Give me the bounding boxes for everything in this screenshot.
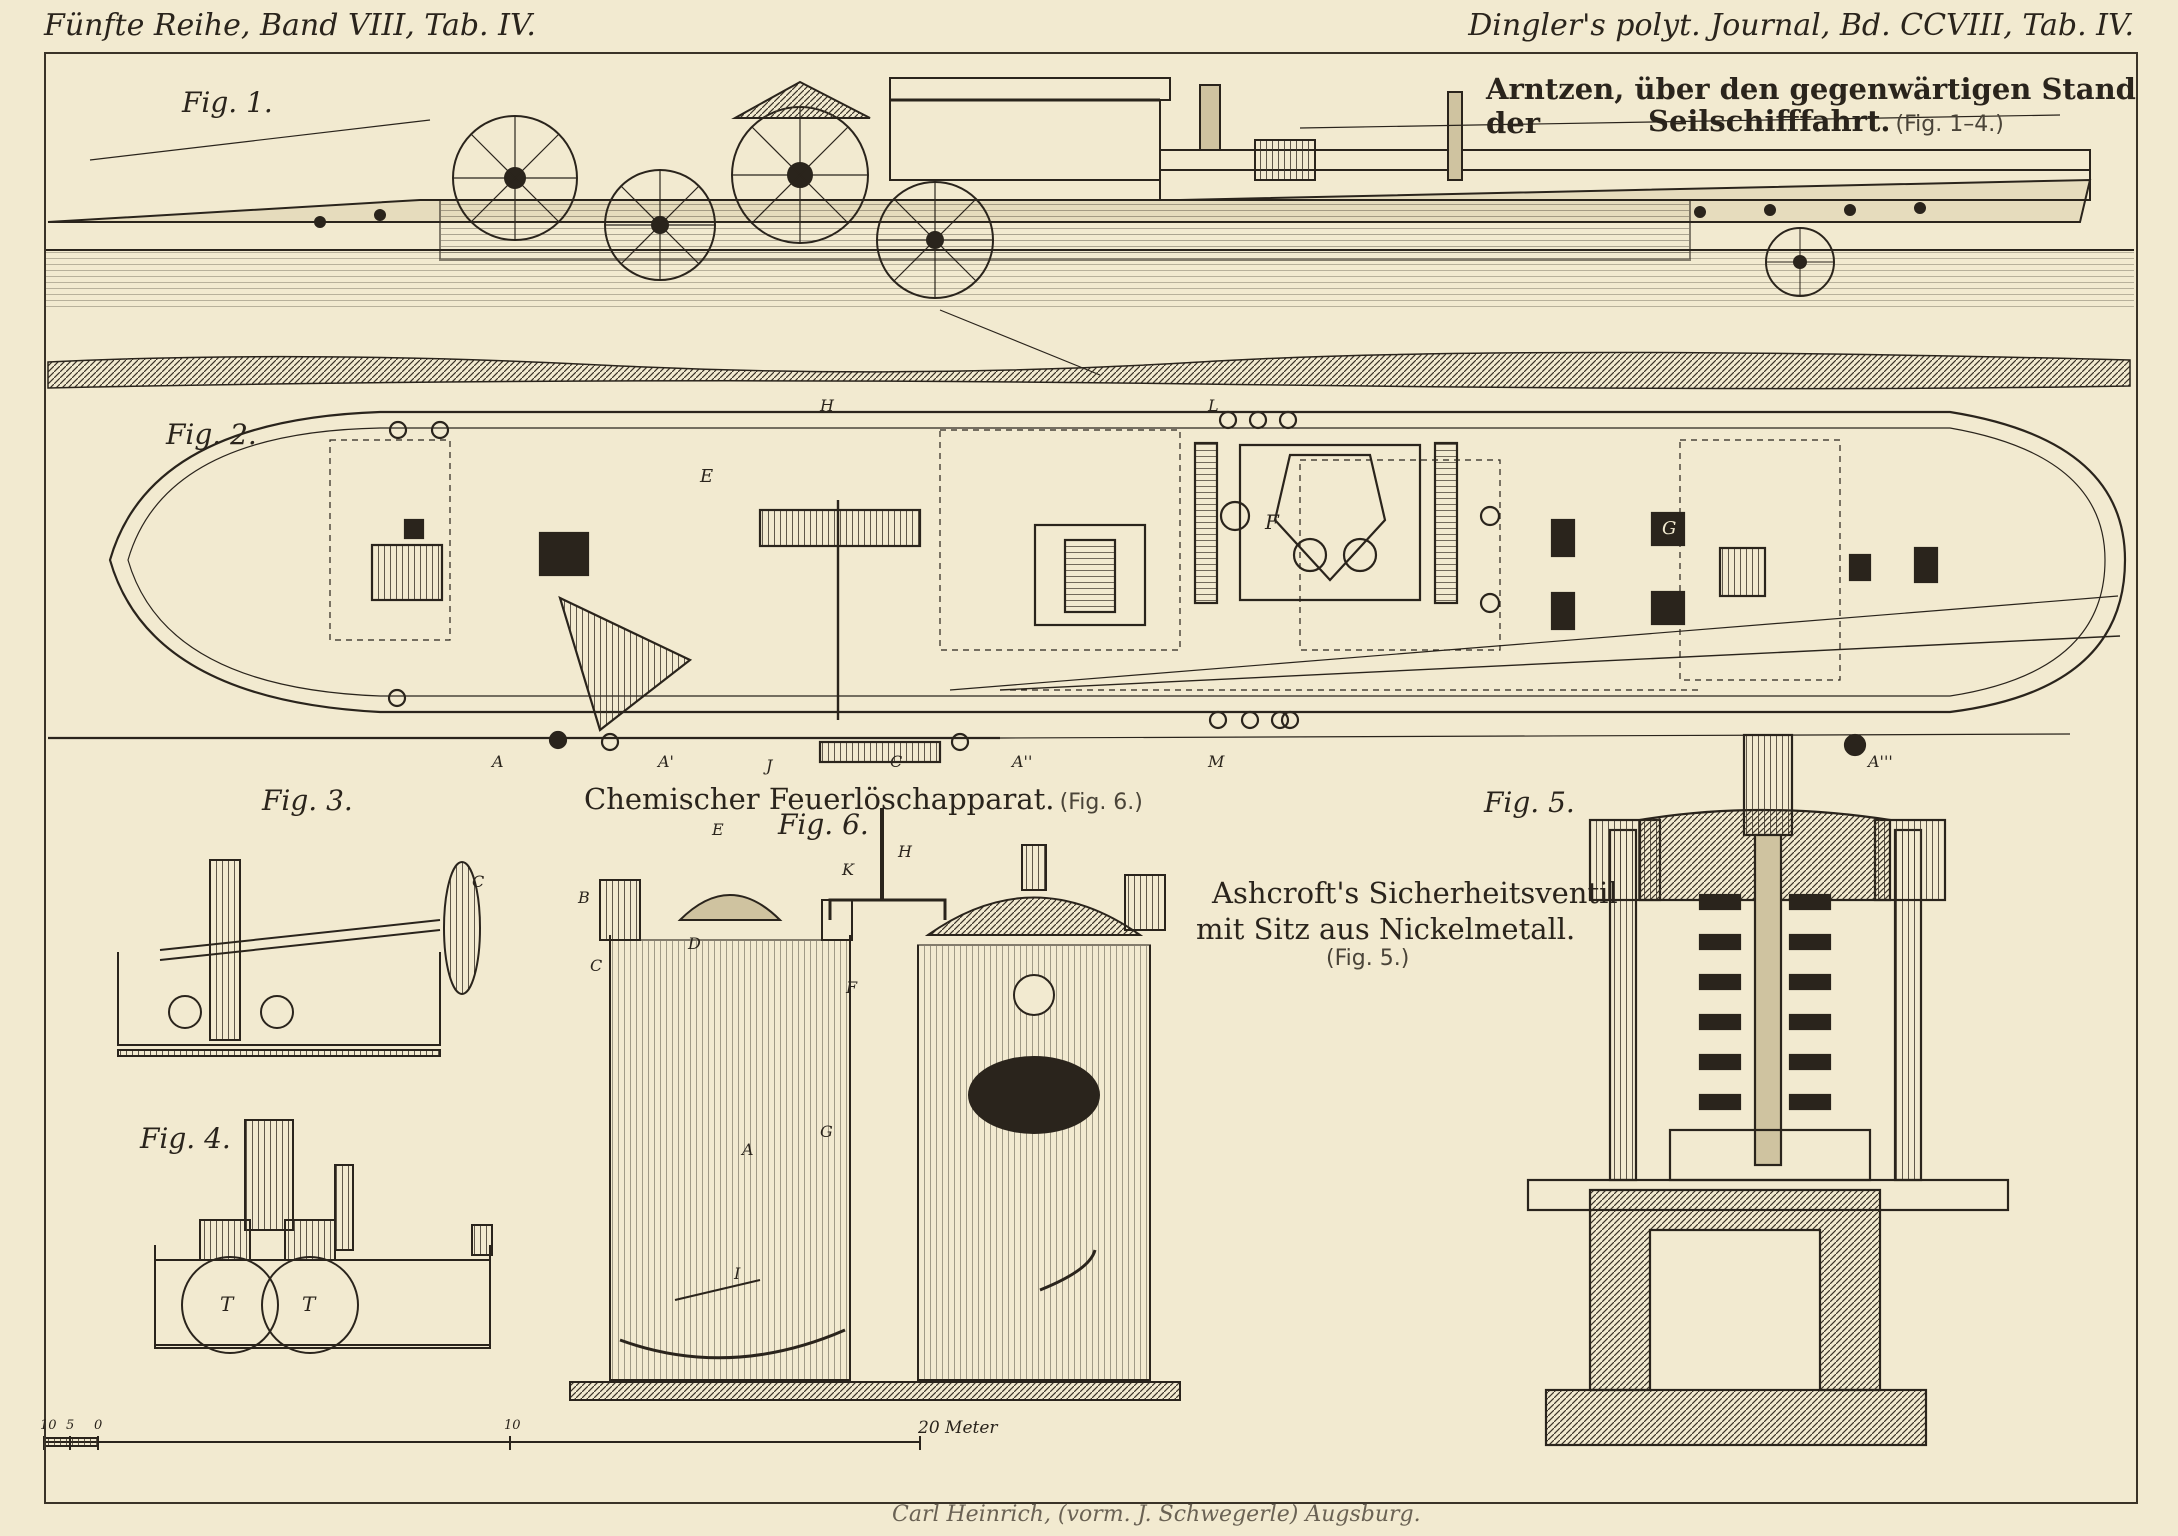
plate-border bbox=[44, 52, 2138, 1504]
label-D-fig6: D bbox=[688, 934, 701, 953]
fig5-safety-valve bbox=[1526, 733, 2010, 1447]
fig2-caption: Fig. 2. bbox=[166, 418, 257, 451]
header-right: Dingler's polyt. Journal, Bd. CCVIII, Ta… bbox=[1468, 8, 2134, 43]
label-E-fig6: E bbox=[712, 820, 724, 839]
title-ashcroft-line2: mit Sitz aus Nickelmetall. bbox=[1196, 912, 1576, 946]
label-A1: A' bbox=[658, 752, 674, 771]
label-T-left: T bbox=[220, 1292, 234, 1316]
label-H: H bbox=[820, 396, 834, 415]
scale-tick-5: 5 bbox=[66, 1418, 75, 1433]
fig6-fire-extinguisher bbox=[569, 808, 1181, 1401]
label-K-fig6: K bbox=[842, 860, 854, 879]
label-C: C bbox=[890, 752, 903, 771]
label-F-fig6: F bbox=[846, 978, 858, 997]
header-left: Fünfte Reihe, Band VIII, Tab. IV. bbox=[44, 8, 536, 43]
label-T-right: T bbox=[302, 1292, 316, 1316]
river-bed bbox=[47, 351, 2131, 390]
label-E: E bbox=[700, 466, 714, 487]
title-arntzen-ref: (Fig. 1–4.) bbox=[1895, 112, 2004, 137]
title-chemisch-row: Chemischer Feuerlöschapparat. (Fig. 6.) bbox=[584, 782, 1143, 816]
fig4-caption: Fig. 4. bbox=[140, 1122, 231, 1155]
title-ashcroft-line1: Ashcroft's Sicherheitsventil bbox=[1212, 876, 1618, 910]
label-C-fig6: C bbox=[590, 956, 603, 975]
fig1-ship-elevation bbox=[44, 77, 2134, 376]
label-M: M bbox=[1208, 752, 1225, 771]
scale-tick-mid: 10 bbox=[504, 1418, 521, 1433]
label-J: J bbox=[766, 756, 773, 775]
label-G: G bbox=[1662, 518, 1677, 539]
title-chemisch-ref: (Fig. 6.) bbox=[1059, 790, 1143, 815]
scale-tick-0: 0 bbox=[94, 1418, 103, 1433]
title-chemisch: Chemischer Feuerlöschapparat. bbox=[584, 782, 1055, 816]
label-A3: A''' bbox=[1868, 752, 1893, 771]
label-A-fig6: A bbox=[742, 1140, 754, 1159]
fig3-cross-section bbox=[117, 859, 481, 1057]
scale-end-label: 20 Meter bbox=[918, 1418, 998, 1438]
label-B-fig6: B bbox=[578, 888, 590, 907]
printer-credit: Carl Heinrich, (vorm. J. Schwegerle) Aug… bbox=[892, 1502, 1421, 1527]
label-I-fig6: I bbox=[734, 1264, 741, 1283]
title-arntzen-line2-row: Seilschifffahrt. (Fig. 1–4.) bbox=[1648, 104, 2004, 138]
scale-tick-10: 10 bbox=[40, 1418, 57, 1433]
fig1-caption: Fig. 1. bbox=[182, 86, 273, 119]
label-H-fig6: H bbox=[898, 842, 912, 861]
fig5-caption: Fig. 5. bbox=[1484, 786, 1575, 819]
fig6-caption: Fig. 6. bbox=[778, 808, 869, 841]
fig3-caption: Fig. 3. bbox=[262, 784, 353, 817]
title-arntzen-line2: Seilschifffahrt. bbox=[1648, 104, 1891, 138]
label-L: L bbox=[1208, 396, 1219, 415]
title-ashcroft-ref: (Fig. 5.) bbox=[1326, 946, 1410, 971]
label-C-fig3: C bbox=[472, 872, 485, 891]
label-F: F bbox=[1265, 510, 1279, 534]
label-A: A bbox=[492, 752, 504, 771]
title-arntzen-line1: Arntzen, über den gegenwärtigen Stand de… bbox=[1486, 72, 2136, 140]
label-G-fig6: G bbox=[820, 1122, 833, 1141]
label-A2: A'' bbox=[1012, 752, 1033, 771]
fig4-cross-section bbox=[154, 1119, 493, 1354]
fig2-ship-plan bbox=[48, 410, 2127, 764]
